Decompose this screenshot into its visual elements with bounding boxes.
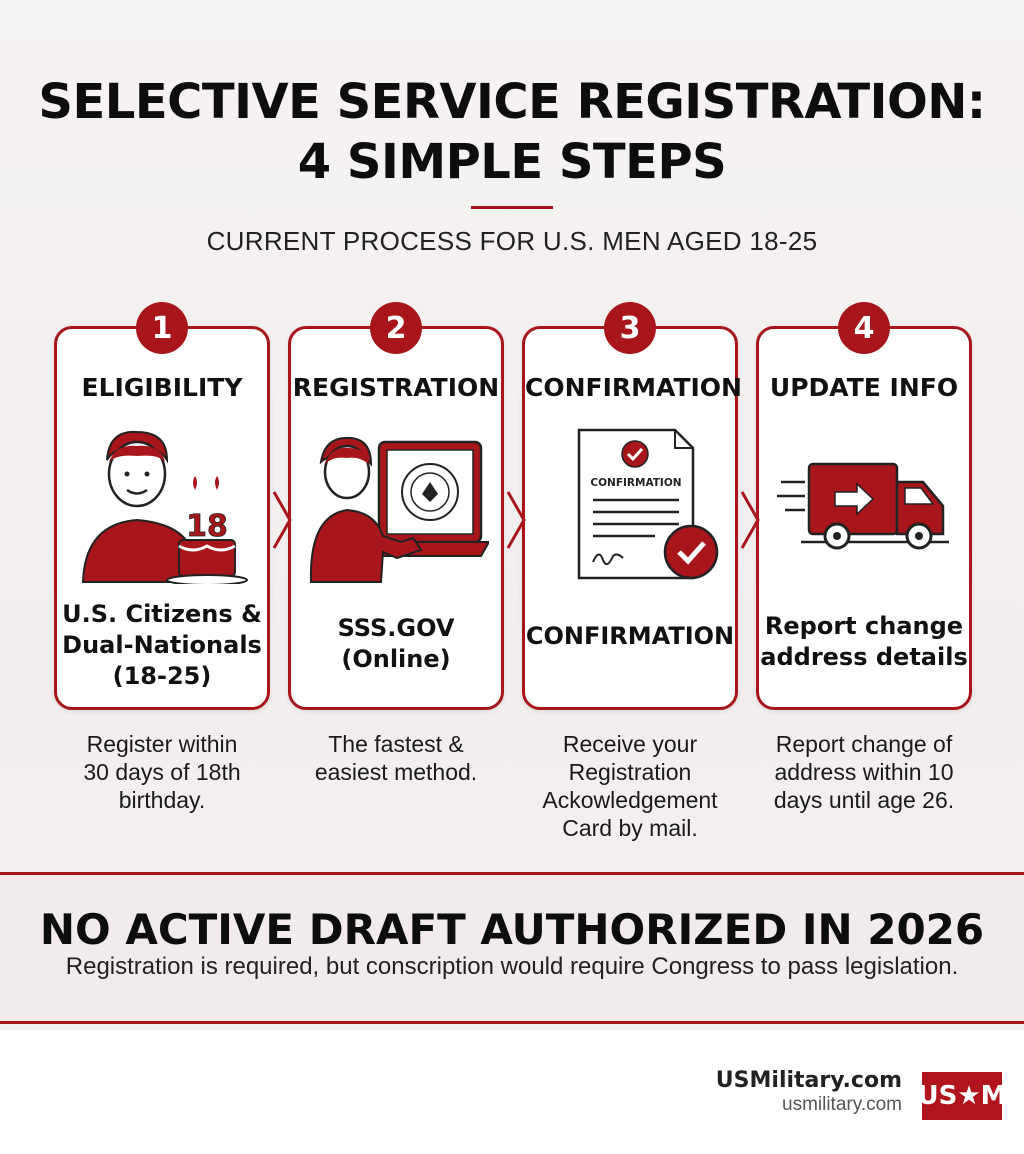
title-divider	[471, 206, 553, 209]
step-4-card: UPDATE INFO Report change address detail…	[756, 326, 972, 710]
step-3-caption-line-4: Card by mail.	[562, 815, 698, 841]
step-3-body-line-1: CONFIRMATION	[525, 622, 735, 650]
step-2-caption-line-2: easiest method.	[314, 759, 478, 785]
step-2-card: REGISTRATION SSS.GOV (Online)	[288, 326, 504, 710]
step-3-number-badge: 3	[604, 302, 656, 354]
step-4-caption-line-1: Report change of	[775, 731, 953, 757]
page-title: SELECTIVE SERVICE REGISTRATION: 4 SIMPLE…	[0, 72, 1024, 192]
title-line-2: 4 SIMPLE STEPS	[297, 134, 727, 190]
step-3-title: CONFIRMATION	[525, 373, 742, 402]
step-4-caption-line-3: days until age 26.	[773, 787, 955, 813]
step-2-number-badge: 2	[370, 302, 422, 354]
draft-status-banner: NO ACTIVE DRAFT AUTHORIZED IN 2026 Regis…	[0, 872, 1024, 1024]
person-at-laptop-icon	[309, 436, 489, 583]
step-3-caption-line-2: Registration	[568, 759, 692, 785]
banner-text: Registration is required, but conscripti…	[65, 953, 959, 980]
step-3-caption-line-1: Receive your	[562, 731, 698, 757]
confirmation-document-icon: CONFIRMATION	[577, 428, 719, 580]
step-1-caption: Register within 30 days of 18th birthday…	[54, 730, 270, 814]
chevron-right-icon	[272, 491, 292, 549]
chevron-right-icon	[740, 491, 760, 549]
banner-title: NO ACTIVE DRAFT AUTHORIZED IN 2026	[39, 905, 985, 954]
step-3-caption: Receive your Registration Ackowledgement…	[522, 730, 738, 842]
step-3-card: CONFIRMATION CONFIRMATION CONFIRMATION	[522, 326, 742, 710]
step-2-body-line-2: (Online)	[341, 645, 451, 673]
step-1-body-line-3: (18-25)	[112, 662, 212, 690]
step-1-caption-line-1: Register within	[86, 731, 238, 757]
brand-name: USMilitary.com	[715, 1068, 902, 1093]
step-3-caption-line-3: Ackowledgement	[542, 787, 718, 813]
page-subtitle: CURRENT PROCESS FOR U.S. MEN AGED 18-25	[206, 226, 818, 256]
step-4-number-badge: 4	[838, 302, 890, 354]
step-4-body-line-2: address details	[760, 643, 968, 671]
step-1-number-badge: 1	[136, 302, 188, 354]
title-line-1: SELECTIVE SERVICE REGISTRATION:	[38, 74, 986, 130]
step-2-caption: The fastest & easiest method.	[288, 730, 504, 786]
step-2-title: REGISTRATION	[292, 373, 500, 402]
step-2-caption-line-1: The fastest &	[328, 731, 464, 757]
step-4-caption: Report change of address within 10 days …	[756, 730, 972, 814]
step-2-body: SSS.GOV (Online)	[291, 613, 501, 675]
chevron-right-icon	[506, 491, 526, 549]
young-man-birthday-cake-icon: 18	[81, 430, 248, 584]
step-1-body-line-1: U.S. Citizens &	[62, 600, 262, 628]
step-3-body: CONFIRMATION	[525, 621, 735, 652]
step-4-body: Report change address details	[759, 611, 969, 673]
footer: USMilitary.com usmilitary.com	[0, 1030, 1024, 1154]
logo-text: US★M	[917, 1081, 1007, 1111]
step-4-title: UPDATE INFO	[769, 373, 959, 402]
step-1-body-line-2: Dual-Nationals	[62, 631, 262, 659]
step-4-body-line-1: Report change	[764, 612, 964, 640]
step-1-caption-line-2: 30 days of 18th	[83, 759, 241, 785]
step-1-caption-line-3: birthday.	[118, 787, 206, 813]
cake-candle-number: 18	[186, 509, 228, 544]
step-2-body-line-1: SSS.GOV	[337, 614, 455, 642]
step-4-caption-line-2: address within 10	[774, 759, 954, 785]
usm-logo: US★M	[917, 1072, 1007, 1120]
step-1-card: ELIGIBILITY 18 U.S. Citizens & Dual-Nati…	[54, 326, 270, 710]
step-1-body: U.S. Citizens & Dual-Nationals (18-25)	[57, 599, 267, 692]
document-heading: CONFIRMATION	[590, 477, 681, 489]
brand-url[interactable]: usmilitary.com	[782, 1094, 902, 1115]
step-1-title: ELIGIBILITY	[81, 373, 243, 402]
moving-truck-icon	[777, 462, 949, 550]
